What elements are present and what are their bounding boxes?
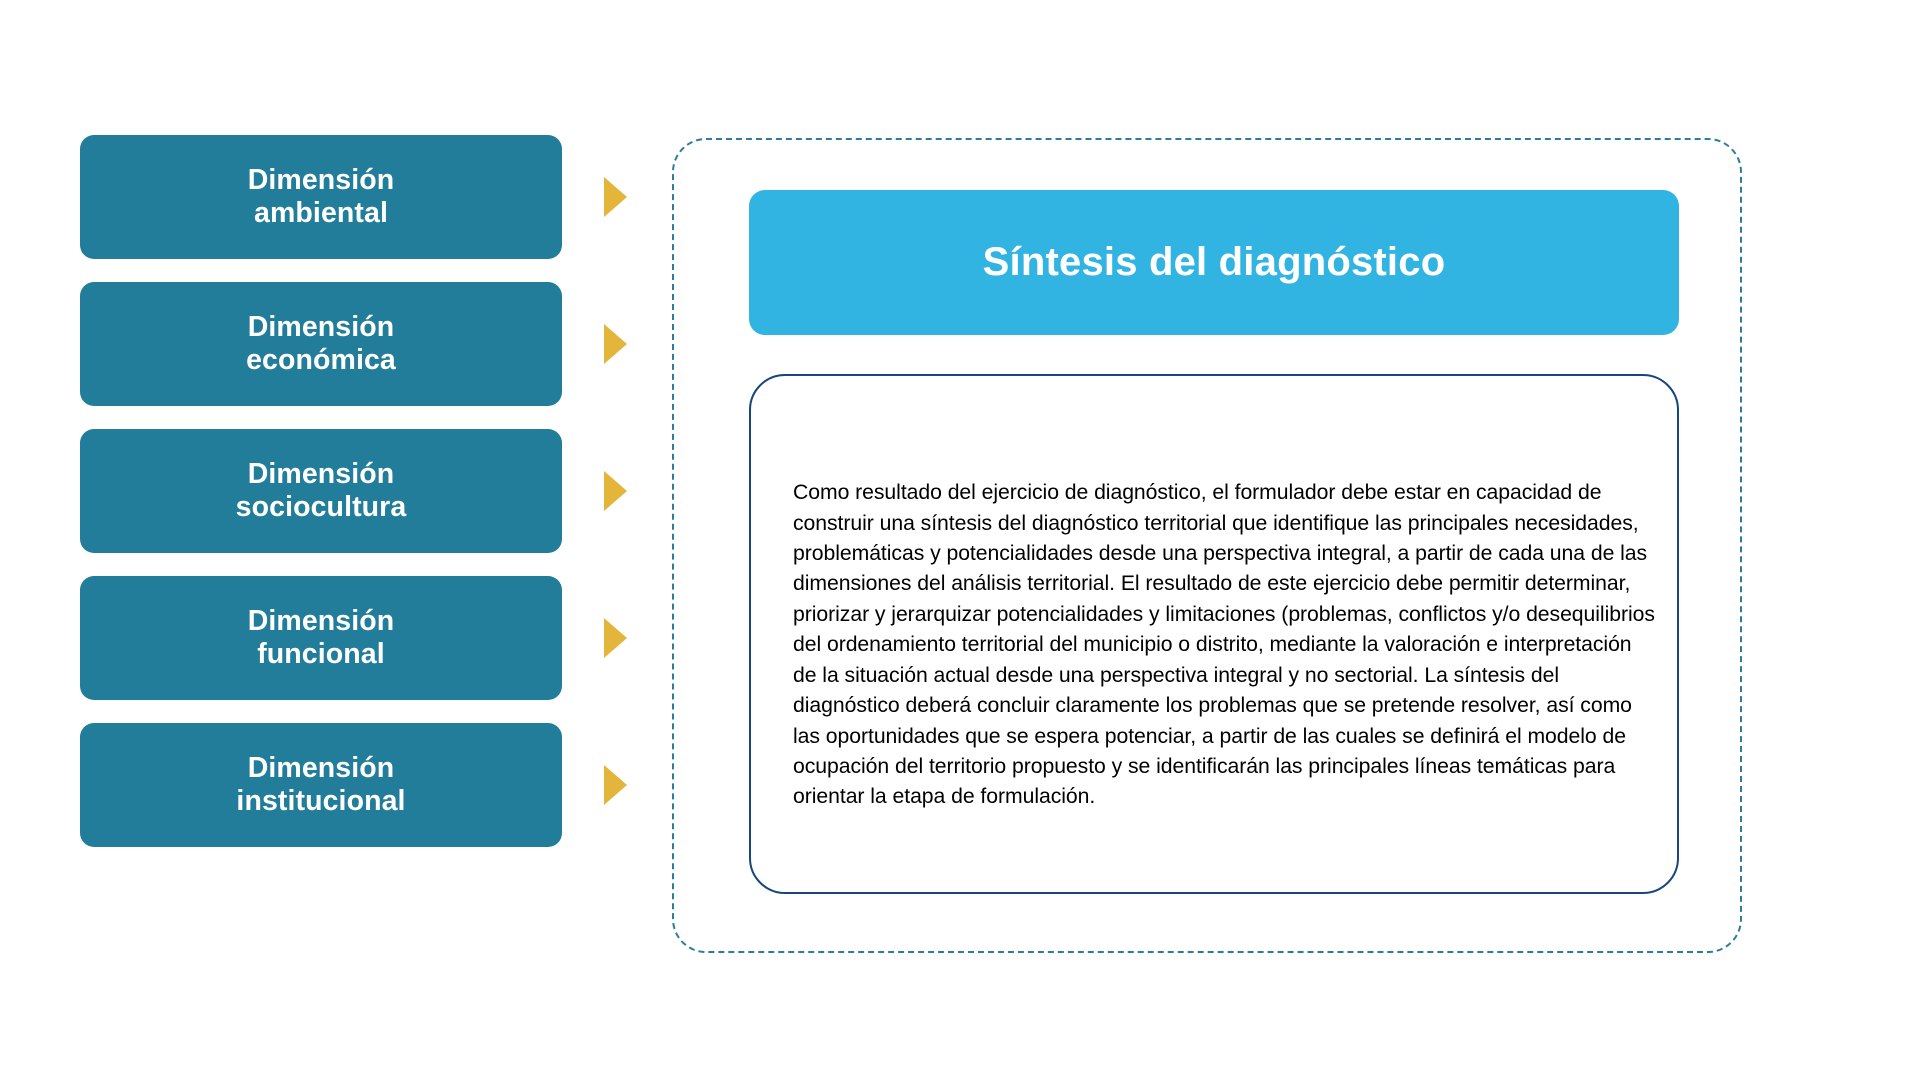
arrow-right-icon [604, 765, 627, 805]
synthesis-dashed-container: Síntesis del diagnóstico Como resultado … [672, 138, 1742, 953]
dimension-row-funcional: Dimensión funcional [80, 576, 627, 700]
dimension-row-economica: Dimensión económica [80, 282, 627, 406]
dimension-box-sociocultura[interactable]: Dimensión sociocultura [80, 429, 562, 553]
dimension-label-economica: Dimensión económica [246, 310, 396, 376]
arrow-right-icon [604, 471, 627, 511]
dimension-box-institucional[interactable]: Dimensión institucional [80, 723, 562, 847]
synthesis-body-paragraph: Como resultado del ejercicio de diagnóst… [793, 481, 1655, 809]
arrow-right-icon [604, 177, 627, 217]
dimension-row-ambiental: Dimensión ambiental [80, 135, 627, 259]
dimension-label-institucional: Dimensión institucional [236, 751, 406, 817]
dimension-label-ambiental: Dimensión ambiental [247, 163, 395, 229]
arrow-right-icon [604, 618, 627, 658]
synthesis-header-band: Síntesis del diagnóstico [749, 190, 1679, 335]
dimension-row-sociocultura: Dimensión sociocultura [80, 429, 627, 553]
synthesis-body-box: Como resultado del ejercicio de diagnóst… [749, 374, 1679, 894]
dimension-label-sociocultura: Dimensión sociocultura [235, 457, 407, 523]
dimension-box-economica[interactable]: Dimensión económica [80, 282, 562, 406]
synthesis-title: Síntesis del diagnóstico [982, 240, 1446, 284]
dimension-list: Dimensión ambiental Dimensión económica … [80, 135, 627, 847]
dimension-box-funcional[interactable]: Dimensión funcional [80, 576, 562, 700]
dimension-box-ambiental[interactable]: Dimensión ambiental [80, 135, 562, 259]
dimension-row-institucional: Dimensión institucional [80, 723, 627, 847]
dimension-label-funcional: Dimensión funcional [247, 604, 395, 670]
arrow-right-icon [604, 324, 627, 364]
